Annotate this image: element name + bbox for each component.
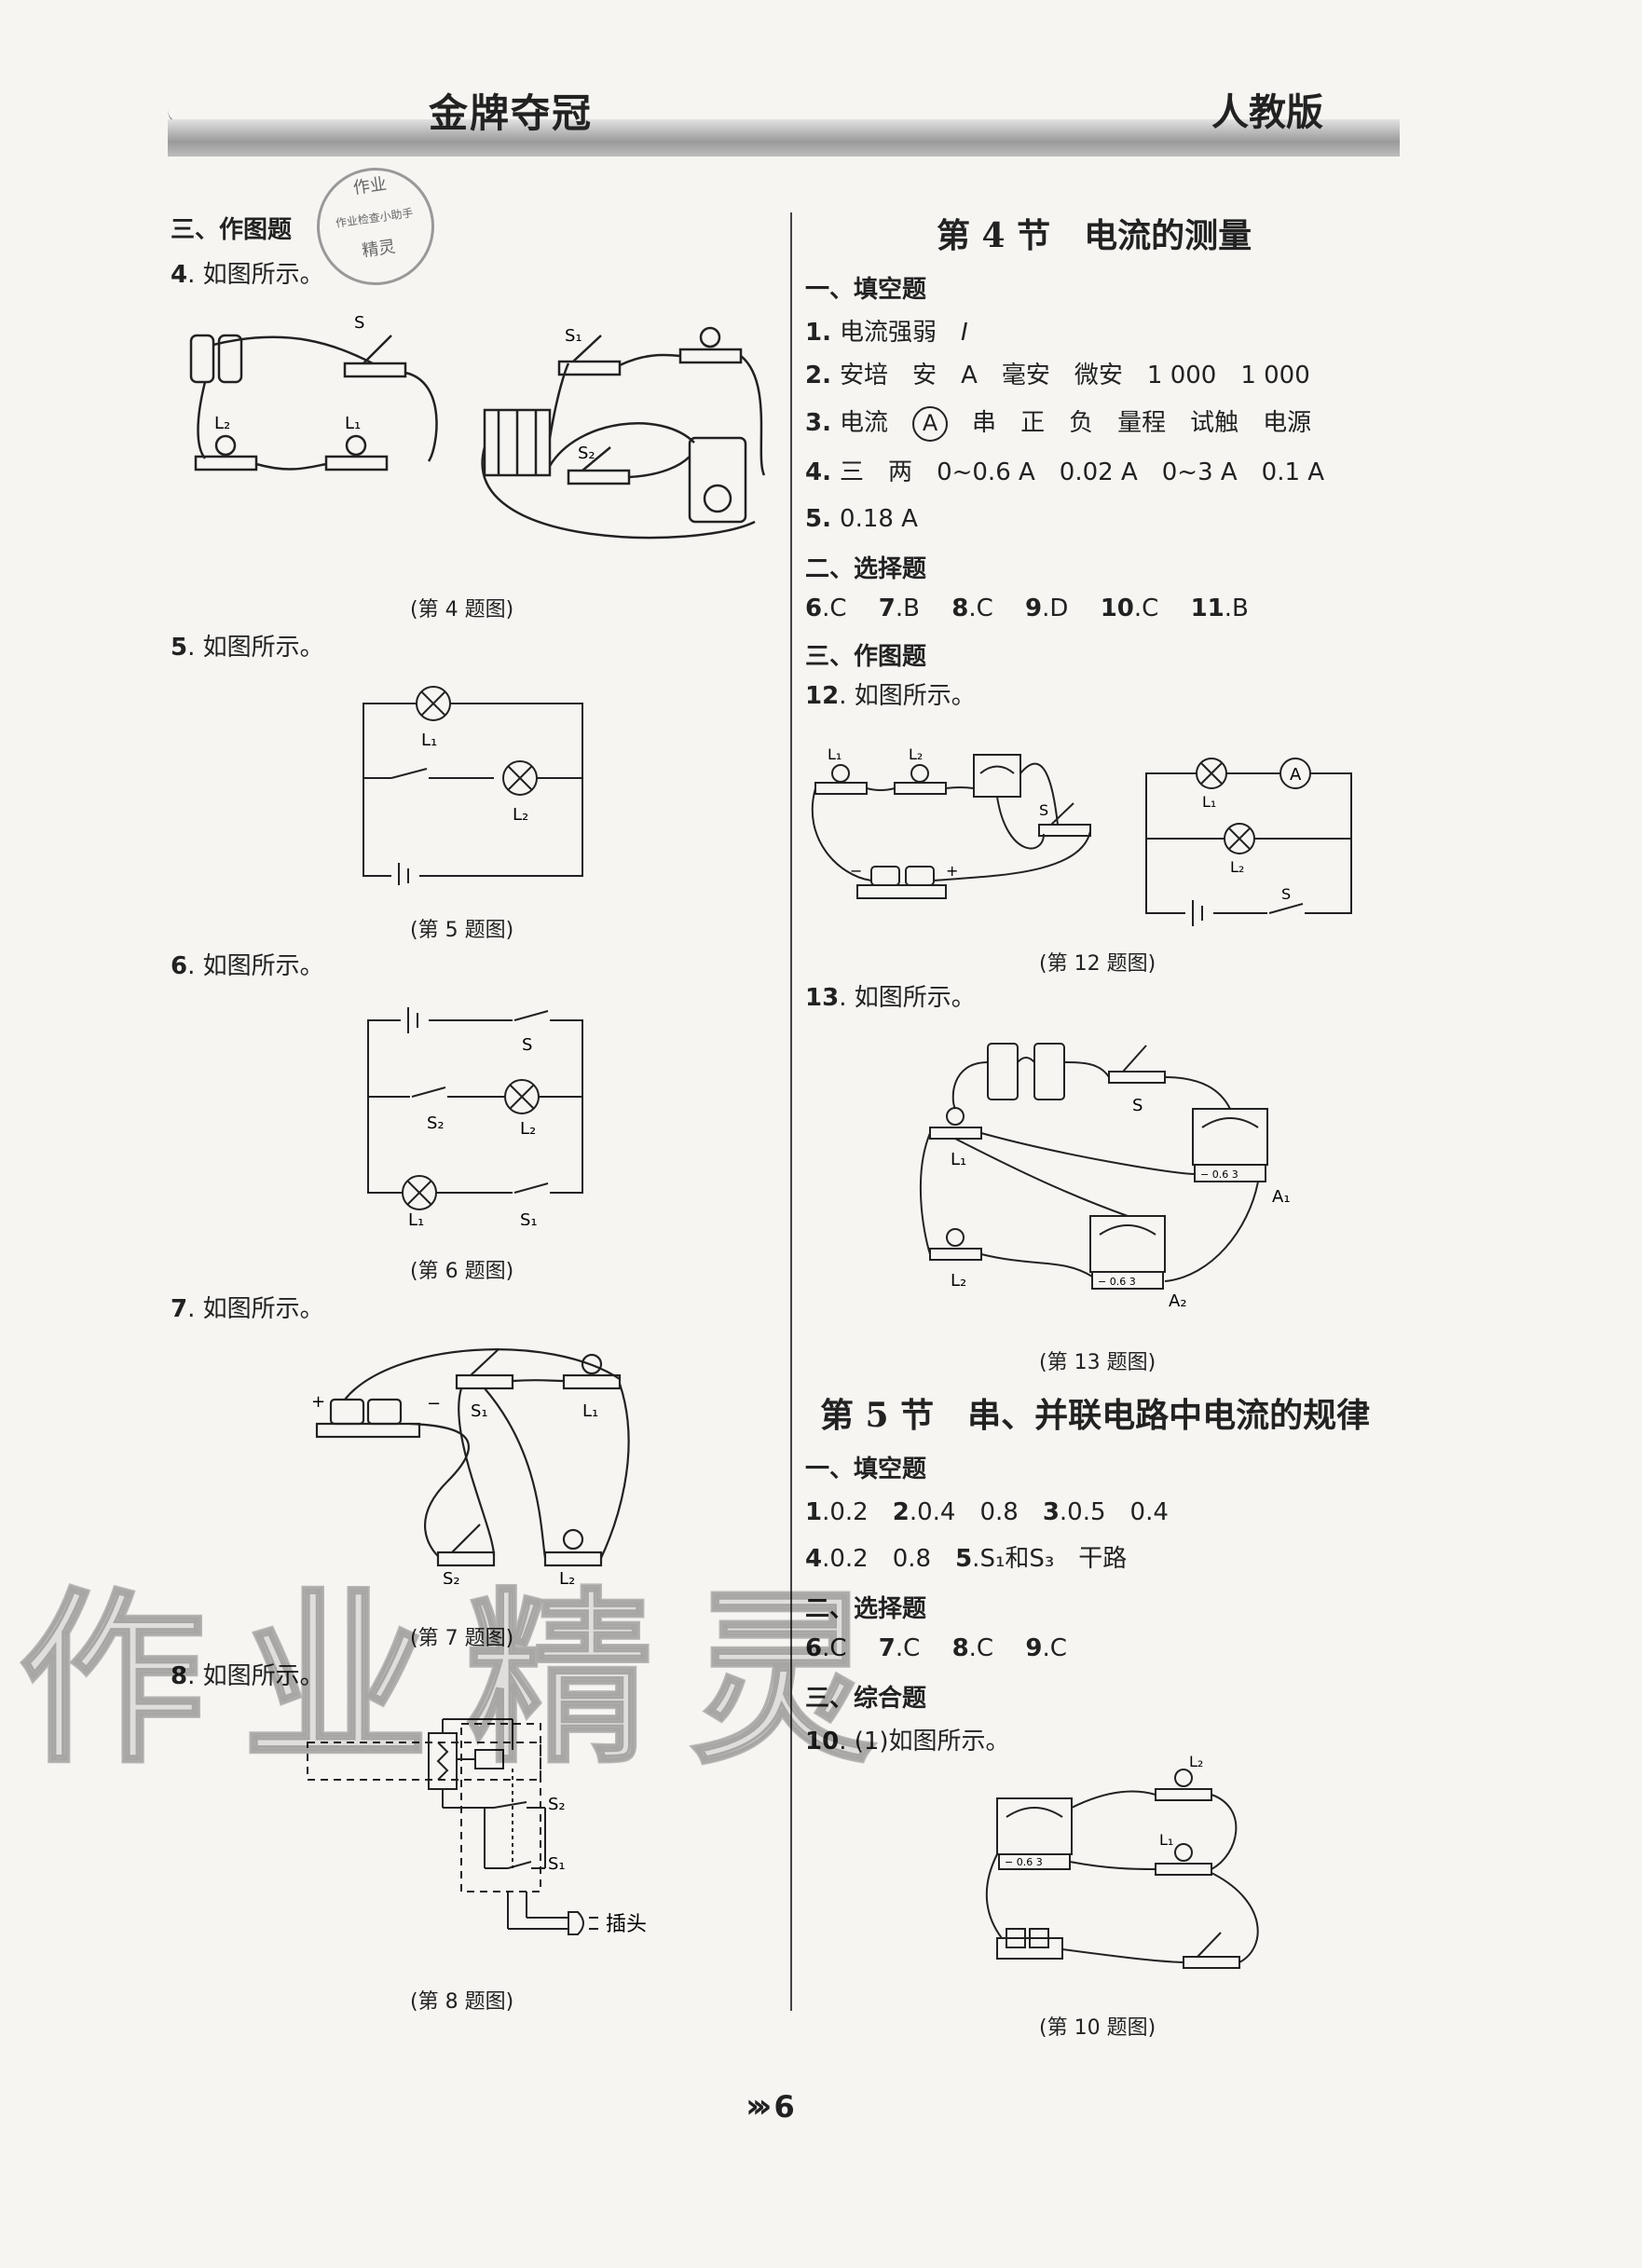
svg-text:+: + [311, 1392, 325, 1412]
caption-q13: (第 13 题图) [1039, 1351, 1156, 1374]
watermark: 作业精灵 [17, 1571, 914, 1791]
svg-text:L₂: L₂ [1189, 1753, 1203, 1770]
figure-q8: S₂ S₁ 插头 [298, 1705, 690, 1966]
q8-line: 8. 如图所示。 [171, 1662, 324, 1690]
svg-text:S₂: S₂ [427, 1114, 445, 1133]
edition-label: 人教版 [1211, 90, 1323, 134]
caption-q4: (第 4 题图) [410, 598, 514, 622]
svg-text:L₂: L₂ [520, 1119, 536, 1139]
svg-text:L₁: L₁ [421, 731, 437, 750]
svg-text:−: − [850, 862, 862, 880]
svg-text:L₂: L₂ [1230, 858, 1244, 876]
figure-q13: S L₁ L₂ A₁ A₂ − 0.6 3 − 0.6 3 [895, 1025, 1305, 1323]
svg-text:L₁: L₁ [582, 1401, 598, 1421]
fill2-heading: 一、填空题 [805, 1455, 927, 1483]
svg-text:L₁: L₁ [828, 745, 842, 763]
figure-q4: S L₂ L₁ S₁ S₂ [177, 307, 773, 578]
svg-text:L₁: L₁ [1202, 793, 1216, 811]
header-band [168, 119, 1400, 157]
svg-text:L₁: L₁ [408, 1210, 424, 1225]
caption-q8: (第 8 题图) [410, 1990, 514, 2014]
q5-line: 5. 如图所示。 [171, 634, 324, 662]
q4-line: 4. 如图所示。 [171, 261, 324, 289]
caption-q7: (第 7 题图) [410, 1627, 514, 1650]
section5-title: 第 5 节 串、并联电路中电流的规律 [820, 1396, 1371, 1435]
svg-text:A: A [1290, 765, 1302, 785]
caption-q6: (第 6 题图) [410, 1260, 514, 1283]
caption-q5: (第 5 题图) [410, 919, 514, 942]
svg-text:L₁: L₁ [951, 1150, 966, 1169]
svg-text:S₁: S₁ [548, 1854, 566, 1874]
caption-q12: (第 12 题图) [1039, 952, 1156, 976]
svg-text:L₂: L₂ [951, 1271, 966, 1291]
svg-text:L₂: L₂ [214, 414, 230, 433]
column-divider [790, 212, 792, 2011]
figure-q7: + − S₁ L₁ S₂ L₂ [308, 1342, 643, 1589]
page-number: ›››6 [746, 2087, 795, 2125]
figure-q12: L₁ L₂ S − + A L₁ L₂ S [801, 727, 1361, 941]
chevron-right-icon: ››› [746, 2087, 772, 2125]
svg-text:S₁: S₁ [471, 1401, 488, 1421]
q13-line: 13. 如图所示。 [805, 984, 976, 1012]
figure-q10: L₂ L₁ − 0.6 3 [969, 1752, 1286, 1994]
svg-text:L₂: L₂ [559, 1569, 575, 1584]
svg-text:L₁: L₁ [1159, 1831, 1173, 1849]
comp-heading: 三、综合题 [805, 1685, 927, 1713]
svg-text:A₂: A₂ [1169, 1291, 1187, 1311]
q10-line: 10. (1)如图所示。 [805, 1728, 1010, 1756]
svg-text:L₂: L₂ [513, 805, 528, 825]
svg-text:− 0.6 3: − 0.6 3 [1200, 1168, 1238, 1181]
answer-5: 5. 0.18 A [805, 505, 918, 533]
section-drawing: 三、作图题 [171, 216, 293, 244]
svg-text:−: − [427, 1394, 441, 1414]
svg-text:S₁: S₁ [565, 326, 582, 346]
section4-title: 第 4 节 电流的测量 [937, 216, 1252, 255]
svg-text:L₁: L₁ [345, 414, 361, 433]
choice2-answers: 6.C 7.C 8.C 9.C [805, 1634, 1067, 1662]
svg-text:S₂: S₂ [548, 1795, 566, 1814]
svg-text:S: S [354, 313, 364, 333]
stamp-logo: 作业 作业检查小助手 精灵 [308, 159, 443, 294]
choice-answers: 6.C 7.B 8.C 9.D 10.C 11.B [805, 594, 1249, 622]
caption-q10: (第 10 题图) [1039, 2016, 1156, 2040]
figure-q6: S S₂ L₂ L₁ S₁ [354, 1002, 596, 1230]
q12-line: 12. 如图所示。 [805, 682, 976, 710]
section5-answers-1-3: 1.0.2 2.0.4 0.8 3.0.5 0.4 [805, 1498, 1169, 1526]
ammeter-symbol: A [912, 406, 949, 442]
section5-answers-4-5: 4.0.2 0.8 5.S₁和S₃ 干路 [805, 1545, 1128, 1573]
fill-heading: 一、填空题 [805, 276, 927, 304]
svg-text:S: S [1039, 801, 1048, 819]
figure-q5: L₁ L₂ [354, 680, 596, 889]
q7-line: 7. 如图所示。 [171, 1295, 324, 1323]
svg-text:− 0.6 3: − 0.6 3 [1098, 1276, 1136, 1288]
svg-text:S: S [522, 1035, 532, 1055]
choice2-heading: 二、选择题 [805, 1595, 927, 1623]
svg-text:+: + [946, 862, 958, 880]
brand-title: 金牌夺冠 [429, 90, 594, 136]
svg-text:S: S [1132, 1096, 1143, 1115]
svg-text:插头: 插头 [606, 1913, 647, 1936]
svg-text:S₂: S₂ [443, 1569, 460, 1584]
svg-text:S: S [1281, 885, 1291, 903]
svg-text:L₂: L₂ [909, 745, 923, 763]
choice-heading: 二、选择题 [805, 555, 927, 583]
q6-line: 6. 如图所示。 [171, 952, 324, 980]
svg-text:− 0.6 3: − 0.6 3 [1005, 1856, 1043, 1868]
svg-text:A₁: A₁ [1272, 1187, 1291, 1207]
svg-text:S₁: S₁ [520, 1210, 538, 1225]
svg-text:S₂: S₂ [578, 444, 595, 463]
draw-heading: 三、作图题 [805, 643, 927, 671]
